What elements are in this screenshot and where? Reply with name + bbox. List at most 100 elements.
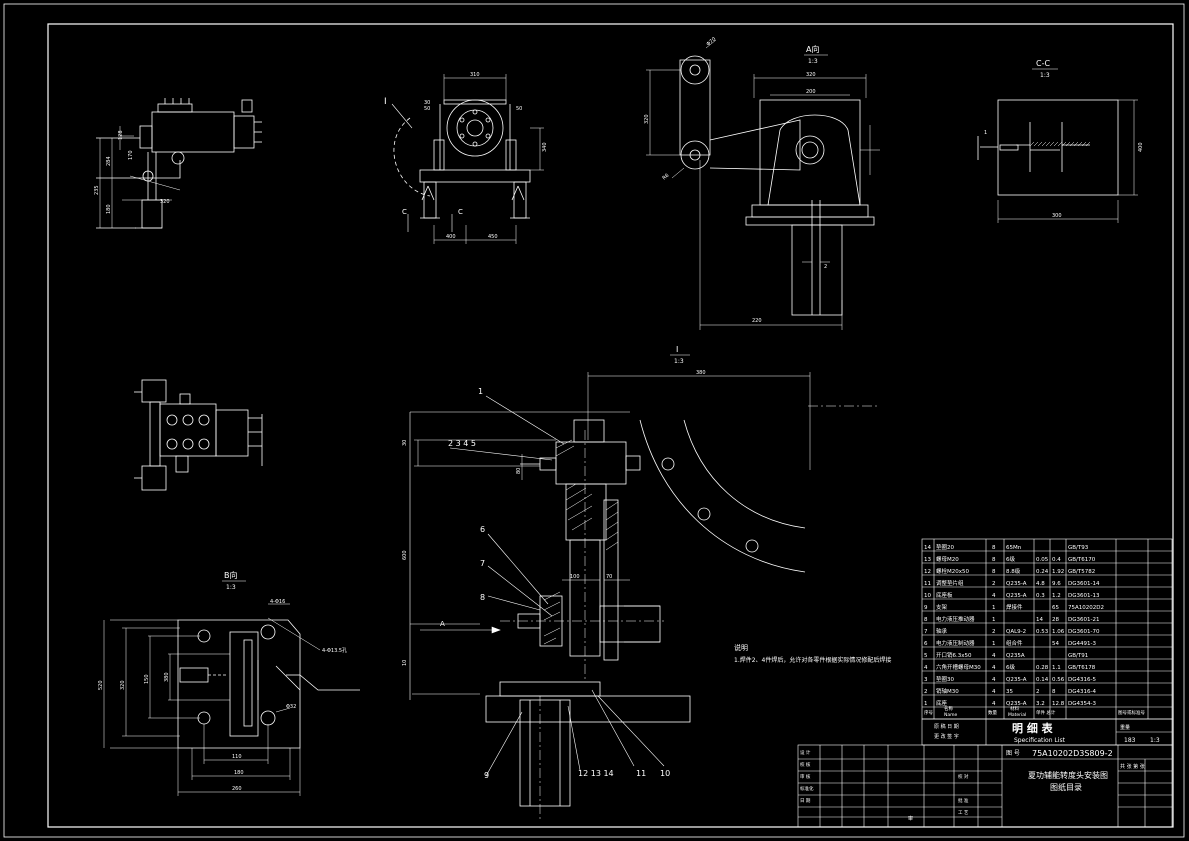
label-I: I (384, 97, 387, 107)
dim-text: 128 (118, 130, 124, 140)
date-label: 日 期 (800, 798, 811, 804)
parts-cell-w1: 2 (1036, 689, 1040, 695)
dim-text: 284 (106, 156, 112, 166)
cell-label: 工 艺 (958, 810, 969, 816)
header-standard: 图号或标准号 (1118, 709, 1145, 716)
view-a-scale: 1:3 (808, 58, 818, 65)
detail-i-title: I (676, 345, 678, 354)
dim-text: 150 (144, 674, 150, 684)
dim-text: 70 (606, 574, 612, 580)
parts-cell-w1: 0.14 (1036, 677, 1049, 683)
parts-cell-w1: 3.2 (1036, 701, 1045, 707)
dim-text: 10 (402, 660, 408, 666)
view-middle-left (134, 379, 263, 491)
section-mark-c: C (402, 208, 407, 216)
std-label: 标准化 (800, 785, 814, 792)
cell-label: 批 准 (958, 797, 969, 804)
parts-cell-no: 11 (924, 581, 931, 587)
drawing-no-label: 图 号 (1006, 750, 1020, 757)
sheet-label: 共 张 第 张 (1120, 763, 1145, 770)
parts-cell-qty: 1 (992, 641, 996, 647)
drawing-number: 75A10202D3S809-2 (1032, 749, 1113, 758)
view-a-title: A向 (806, 44, 819, 54)
header-name: 名称 (944, 705, 953, 712)
parts-list-grid (921, 538, 1173, 720)
detail-i-scale: 1:3 (674, 358, 684, 365)
parts-cell-no: 13 (924, 557, 931, 563)
title-block-text: 明 细 表 Specification List 原 稿 日 期 更 改 签 字… (800, 721, 1160, 822)
view-top-middle (391, 74, 544, 244)
dim-text: 180 (106, 204, 112, 214)
parts-cell-name: 螺母M20 (936, 555, 959, 563)
dim-text: 30 (424, 100, 430, 106)
parts-cell-name: 底座 (936, 699, 948, 707)
parts-cell-w2: 1.06 (1052, 629, 1065, 635)
notes-heading: 说明 (734, 643, 748, 652)
leader-label: 11 (636, 769, 646, 778)
weight-label: 重量 (1120, 724, 1130, 731)
link-plate (709, 119, 801, 171)
parts-cell-no: 4 (924, 665, 928, 671)
check-label: 校 核 (800, 761, 811, 768)
section-plate (997, 99, 1119, 196)
parts-cell-qty: 8 (992, 557, 996, 563)
parts-cell-no: 9 (924, 605, 928, 611)
view-b-title: B向 (224, 570, 238, 580)
parts-cell-qty: 4 (992, 653, 996, 659)
leader-labels: 1 2 3 4 5 6 7 8 9 11 10 12 13 14 (448, 387, 670, 780)
parts-cell-w2: 54 (1052, 641, 1059, 647)
dim-text: 30 (402, 440, 408, 446)
drawing-title-2: 图纸目录 (1050, 782, 1082, 792)
inner-border (47, 23, 1174, 828)
parts-cell-w2: 8 (1052, 689, 1056, 695)
detail-i (409, 372, 880, 807)
parts-cell-w2: 0.4 (1052, 557, 1061, 563)
parts-cell-qty: 1 (992, 617, 996, 623)
parts-cell-std: GB/T5782 (1068, 569, 1095, 575)
outer-trim-line (3, 3, 1185, 838)
dim-text: 200 (806, 89, 816, 95)
dim-text: 320 (160, 199, 170, 205)
approve-label: 审 核 (800, 773, 811, 780)
parts-cell-no: 3 (924, 677, 928, 683)
leader-label: 12 13 14 (578, 769, 614, 778)
parts-cell-w1: 0.53 (1036, 629, 1049, 635)
base-plate-outline (177, 619, 301, 749)
leader-lines (449, 395, 665, 777)
dim-text: 220 (752, 318, 762, 324)
parts-cell-w2: 1.2 (1052, 593, 1061, 599)
parts-cell-std: DG3601-13 (1068, 593, 1100, 599)
parts-cell-no: 6 (924, 641, 928, 647)
parts-cell-mat: QAL9-2 (1006, 629, 1026, 635)
dashed-drum-arc (393, 117, 431, 197)
section-cc-text: C-C 1:3 300 400 1 (984, 59, 1144, 219)
cell-label: 原 稿 日 期 (934, 723, 959, 730)
parts-cell-w2: 65 (1052, 605, 1059, 611)
parts-cell-qty: 2 (992, 629, 996, 635)
leader-label: 7 (480, 559, 485, 568)
dim-text: 310 (470, 72, 480, 78)
dim-text: 180 (234, 770, 244, 776)
section-cc-scale: 1:3 (1040, 72, 1050, 79)
dim-text: 600 (402, 550, 408, 560)
dim-text: 320 (644, 114, 650, 124)
parts-cell-mat: 6级 (1006, 555, 1015, 563)
header-material-en: Material (1008, 712, 1026, 718)
title-block-grid (797, 718, 1173, 828)
arrow-label-a: A (440, 620, 445, 628)
dim-text: 4-Φ13.5孔 (322, 647, 347, 654)
parts-cell-std: GB/T6170 (1068, 557, 1096, 563)
parts-cell-std: 75A10202D2 (1068, 605, 1104, 611)
parts-cell-w2: 1.1 (1052, 665, 1061, 671)
dim-text: 170 (128, 150, 134, 160)
parts-cell-w2: 1.92 (1052, 569, 1064, 575)
parts-cell-qty: 4 (992, 677, 996, 683)
cell-label: 更 改 签 字 (934, 733, 959, 740)
section-cc-hatch (1029, 141, 1091, 147)
parts-cell-std: DG4316-5 (1068, 677, 1096, 683)
notes-text: 1.焊件2、4件焊后，允许对各零件根据实际情况修配后焊接 (734, 656, 891, 664)
parts-cell-mat: 组合件 (1006, 639, 1023, 647)
parts-cell-name: 螺栓M20x50 (936, 567, 969, 575)
